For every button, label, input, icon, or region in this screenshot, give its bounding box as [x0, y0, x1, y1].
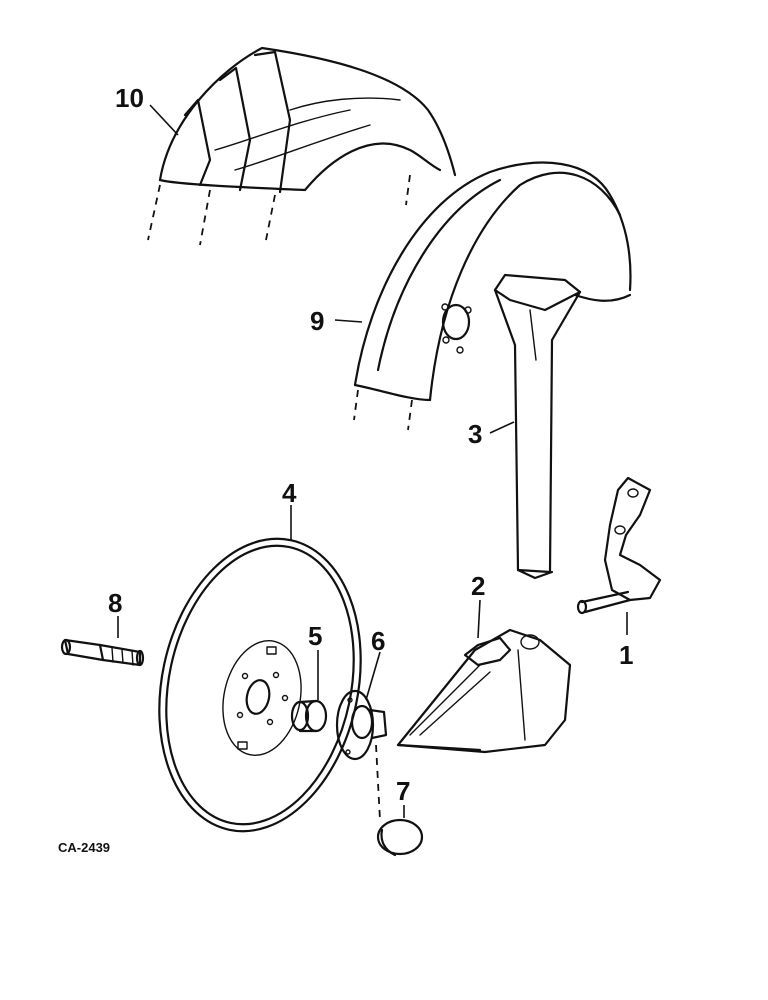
cap-part-7 — [376, 818, 424, 857]
callout-9: 9 — [310, 306, 324, 336]
callout-7: 7 — [396, 776, 410, 806]
boot-part-2 — [396, 628, 572, 754]
callout-1: 1 — [619, 640, 633, 670]
callout-8: 8 — [108, 588, 122, 618]
disc-part-4 — [158, 537, 362, 833]
wheel-part-9 — [353, 161, 632, 431]
bolt-part-8 — [60, 638, 145, 667]
bracket-part-1 — [576, 476, 662, 615]
leader-lines — [117, 104, 628, 818]
callout-6: 6 — [371, 626, 385, 656]
callout-5: 5 — [308, 621, 322, 651]
tire-part-10 — [147, 46, 457, 246]
callout-3: 3 — [468, 419, 482, 449]
hub-part-6 — [335, 689, 388, 821]
callout-4: 4 — [282, 478, 297, 508]
callout-2: 2 — [471, 571, 485, 601]
seed-tube-part-3 — [493, 273, 582, 580]
bushing-part-5 — [290, 699, 328, 733]
callout-10: 10 — [115, 83, 144, 113]
figure-reference-code: CA-2439 — [58, 840, 110, 855]
